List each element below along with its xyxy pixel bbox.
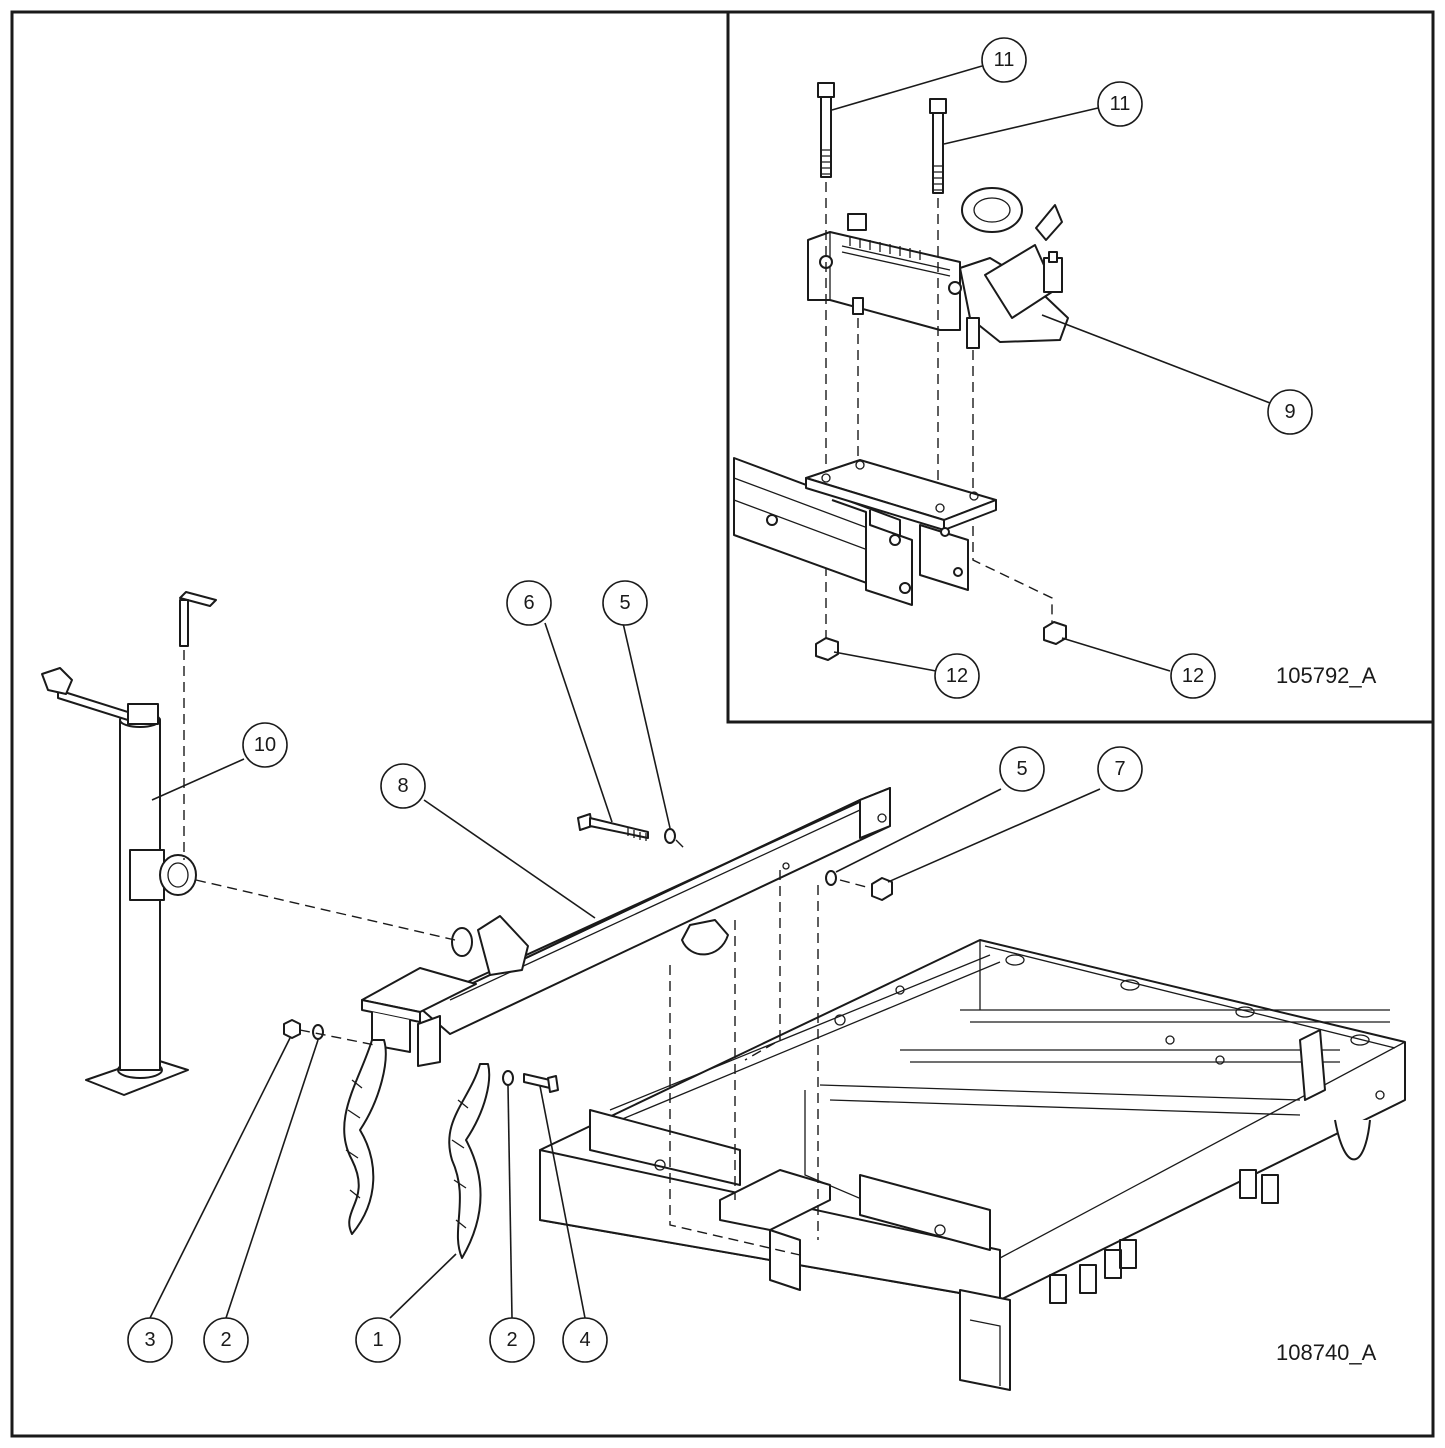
callout-7: 7	[1097, 746, 1143, 792]
callout-10: 9	[1267, 389, 1313, 435]
svg-text:2: 2	[220, 1329, 231, 1351]
leader-lines	[149, 65, 1271, 1319]
callout-3: 3	[127, 1317, 173, 1363]
assembly-line	[839, 879, 871, 889]
assembly-line	[195, 879, 456, 941]
callout-12-right: 12	[1170, 653, 1216, 699]
nut-3	[283, 1019, 301, 1039]
callout-8: 8	[380, 763, 426, 809]
callout-4: 4	[562, 1317, 608, 1363]
tongue-8	[361, 787, 891, 1067]
callout-6: 6	[506, 580, 552, 626]
svg-text:5: 5	[1016, 758, 1027, 780]
svg-text:1: 1	[372, 1329, 383, 1351]
svg-text:11: 11	[1110, 93, 1131, 115]
svg-text:10: 10	[254, 734, 276, 756]
callout-12-left: 12	[934, 653, 980, 699]
assembly-line	[669, 965, 801, 1256]
svg-text:12: 12	[1182, 665, 1204, 687]
svg-text:7: 7	[1114, 758, 1125, 780]
assembly-line	[675, 839, 685, 849]
safety-chain-1-right	[448, 1063, 491, 1259]
svg-text:9: 9	[1284, 401, 1295, 423]
nut-12-right	[1043, 621, 1067, 645]
svg-text:6: 6	[523, 592, 534, 614]
callout-11-top: 11	[981, 37, 1027, 83]
drawing-border	[10, 10, 1435, 1438]
callout-5-right: 5	[999, 746, 1045, 792]
bolt-4	[523, 1073, 559, 1093]
washer-5-left	[664, 828, 676, 844]
jack-9	[41, 591, 217, 1096]
inset-hitch-assembly	[733, 82, 1069, 661]
svg-text:4: 4	[579, 1329, 590, 1351]
assembly-line	[744, 870, 781, 1061]
callout-2-right: 2	[489, 1317, 535, 1363]
nut-12-left	[815, 637, 839, 661]
inset-drawing-number: 105792_A	[1276, 663, 1377, 688]
svg-text:12: 12	[946, 665, 968, 687]
bolt-11-left	[817, 82, 835, 178]
callout-1: 1	[355, 1317, 401, 1363]
callout-2-left: 2	[203, 1317, 249, 1363]
safety-chain-1-left	[343, 1039, 387, 1235]
svg-text:3: 3	[144, 1329, 155, 1351]
bolt-11-right	[929, 98, 947, 194]
inset-assembly-line	[972, 350, 1053, 630]
inset-tongue-rail	[733, 457, 997, 606]
nut-7	[871, 877, 893, 901]
svg-text:11: 11	[994, 49, 1015, 71]
main-drawing-number: 108740_A	[1276, 1340, 1377, 1365]
callout-5-top: 5	[602, 580, 648, 626]
washer-2-right	[502, 1070, 514, 1086]
washer-2-left	[312, 1024, 324, 1040]
coupler-10	[807, 187, 1069, 349]
svg-text:5: 5	[619, 592, 630, 614]
callout-9: 10	[242, 722, 288, 768]
svg-text:2: 2	[506, 1329, 517, 1351]
inset-border	[726, 10, 1435, 724]
assembly-line	[299, 1029, 376, 1046]
bolt-6	[577, 813, 649, 841]
svg-text:8: 8	[397, 775, 408, 797]
washer-5-right	[825, 870, 837, 886]
cart-frame	[539, 939, 1406, 1391]
callout-11-second: 11	[1097, 81, 1143, 127]
